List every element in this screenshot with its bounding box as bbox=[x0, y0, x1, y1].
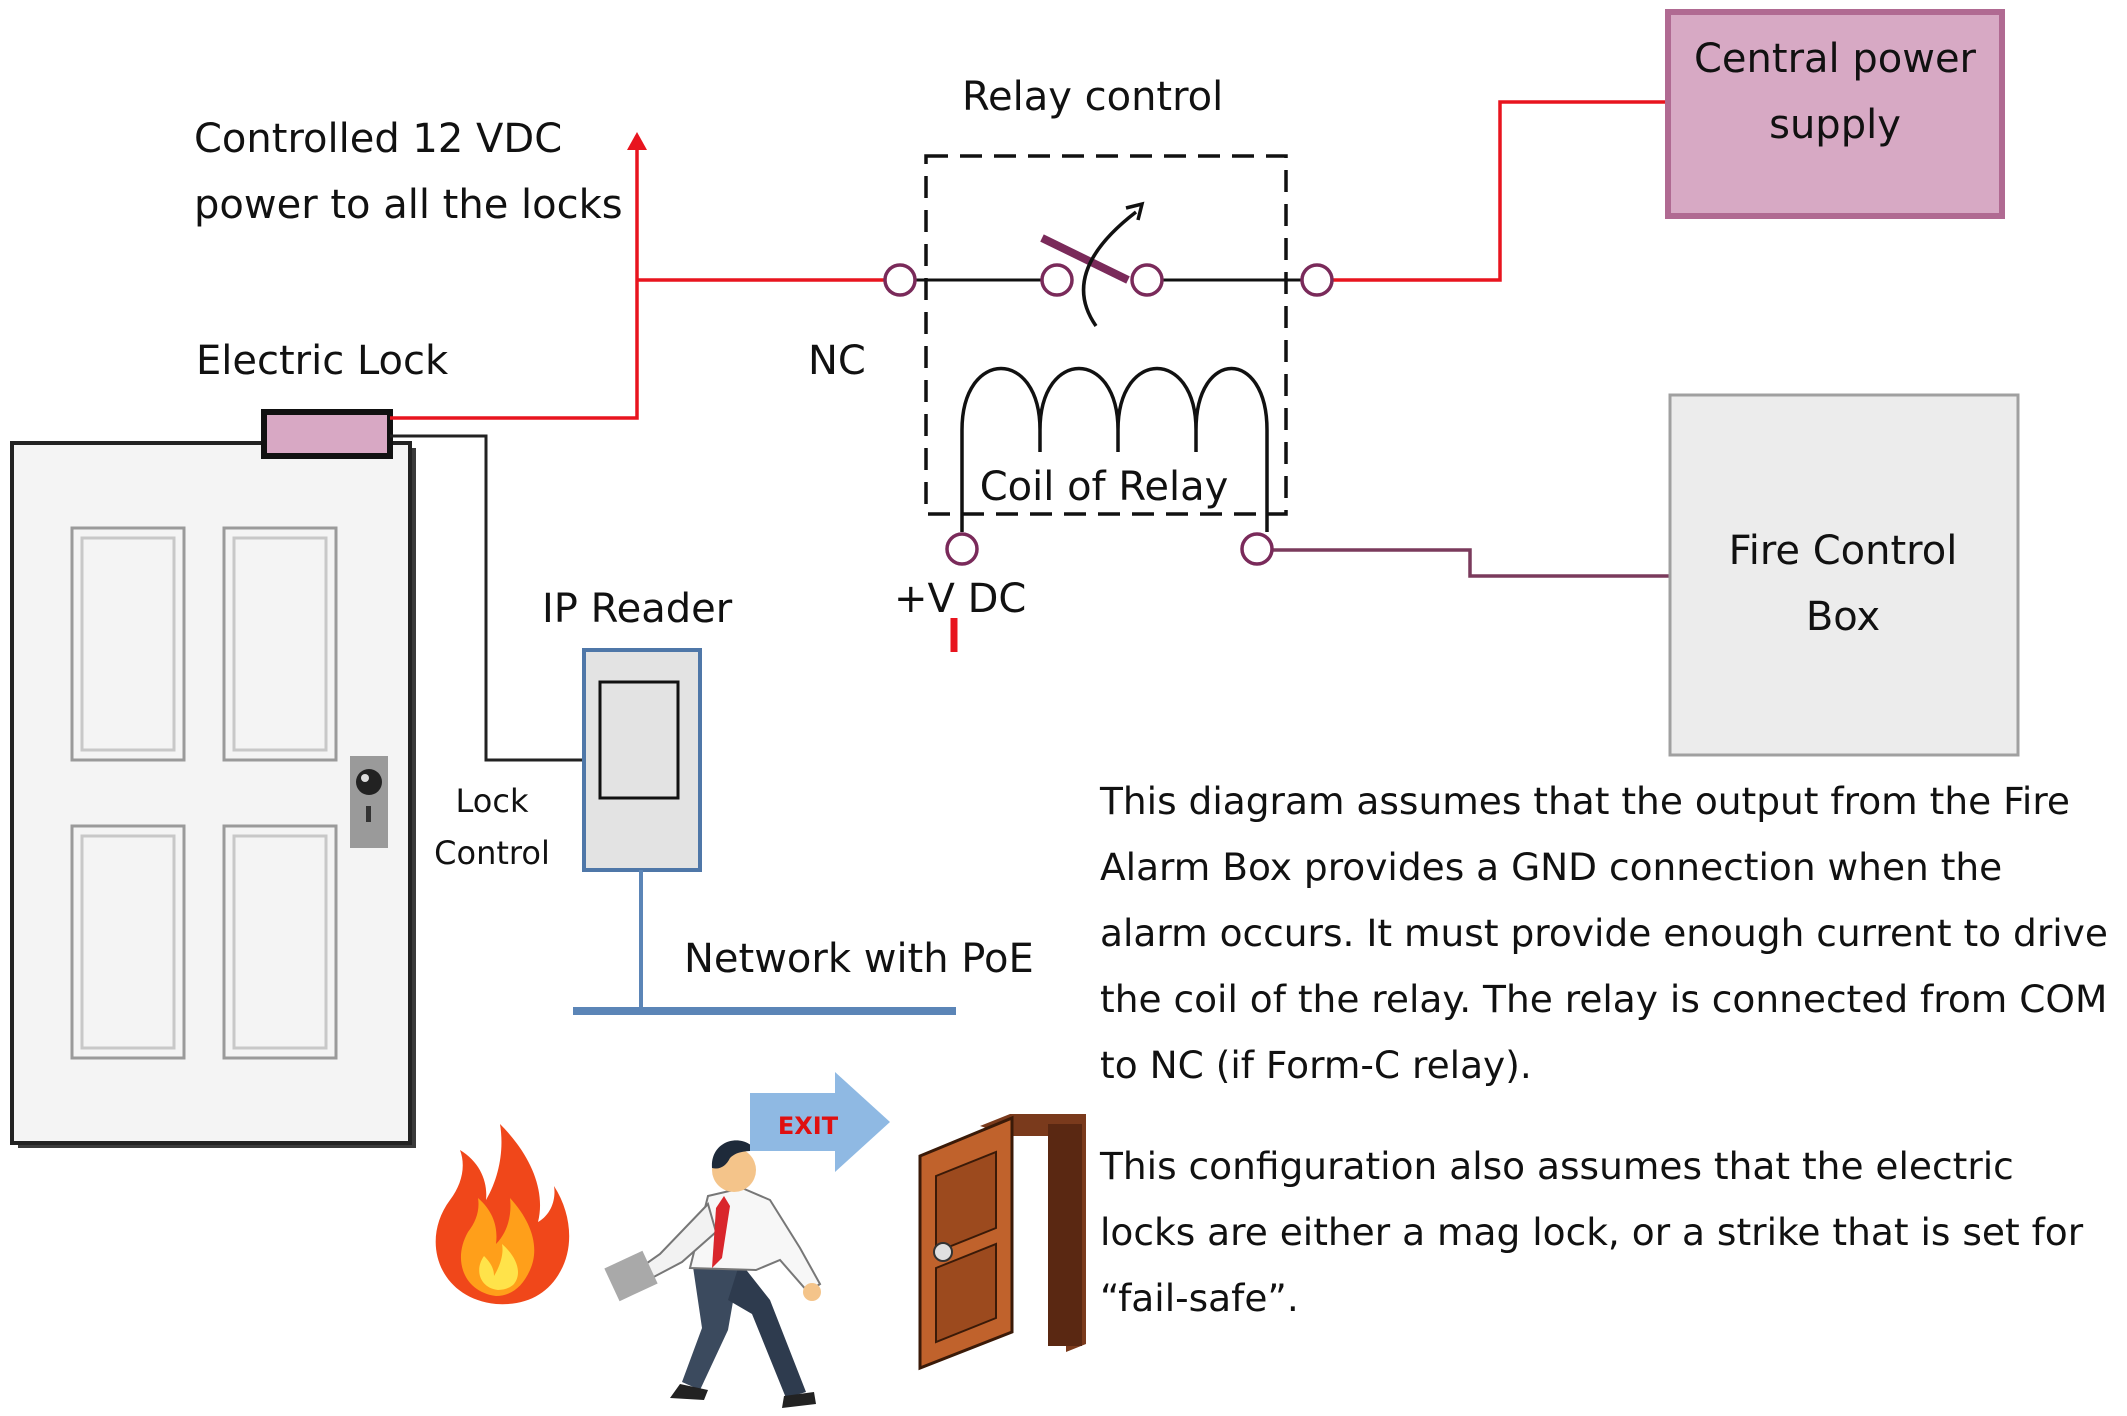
ip-reader bbox=[582, 648, 702, 872]
fire-signal-wire bbox=[1257, 548, 1670, 578]
open-door-icon bbox=[918, 1114, 1086, 1371]
coil-of-relay-label: Coil of Relay bbox=[980, 464, 1229, 510]
plus-v-dc-label: +V DC bbox=[894, 576, 1026, 622]
door bbox=[10, 441, 416, 1148]
controlled-power-label-line1: Controlled 12 VDC bbox=[194, 116, 562, 162]
nc-label: NC bbox=[808, 338, 866, 384]
lock-control-wire bbox=[390, 434, 584, 762]
exit-arrow-icon bbox=[750, 1072, 890, 1172]
central-power-label-line2: supply bbox=[1769, 102, 1901, 148]
ip-reader-label: IP Reader bbox=[542, 586, 733, 632]
fire-control-label-line2: Box bbox=[1806, 594, 1880, 640]
central-power-label-line1: Central power bbox=[1694, 36, 1977, 82]
running-man-icon bbox=[604, 1140, 822, 1408]
controlled-power-label-line2: power to all the locks bbox=[194, 182, 623, 228]
lock-control-label-line2: Control bbox=[434, 834, 550, 872]
relay-control-label: Relay control bbox=[962, 74, 1223, 120]
description-text-1: This diagram assumes that the output fro… bbox=[1100, 779, 2108, 1087]
description-paragraph-1: This diagram assumes that the output fro… bbox=[1100, 768, 2120, 1098]
relay-dashed-box bbox=[924, 154, 1288, 516]
relay-coil bbox=[960, 366, 1269, 532]
up-arrow-icon bbox=[627, 132, 647, 150]
central-power-supply-box bbox=[1665, 9, 2005, 219]
relay-terminals bbox=[883, 263, 1334, 566]
lock-control-label-line1: Lock bbox=[456, 782, 529, 820]
fire-icon bbox=[435, 1124, 570, 1305]
electric-lock-label: Electric Lock bbox=[196, 338, 449, 384]
relay bbox=[883, 154, 1334, 566]
network-line bbox=[573, 870, 956, 1015]
relay-switch bbox=[1040, 201, 1145, 328]
exit-sign-text: EXIT bbox=[778, 1112, 839, 1140]
description-text-2: This configuration also assumes that the… bbox=[1100, 1144, 2084, 1320]
network-poe-label: Network with PoE bbox=[684, 936, 1034, 982]
door-handle bbox=[350, 756, 388, 848]
electric-lock bbox=[261, 409, 393, 459]
description-paragraph-2: This configuration also assumes that the… bbox=[1100, 1133, 2120, 1331]
power-wires bbox=[390, 100, 1668, 652]
fire-control-box bbox=[1668, 393, 2020, 757]
fire-control-label-line1: Fire Control bbox=[1729, 528, 1958, 574]
